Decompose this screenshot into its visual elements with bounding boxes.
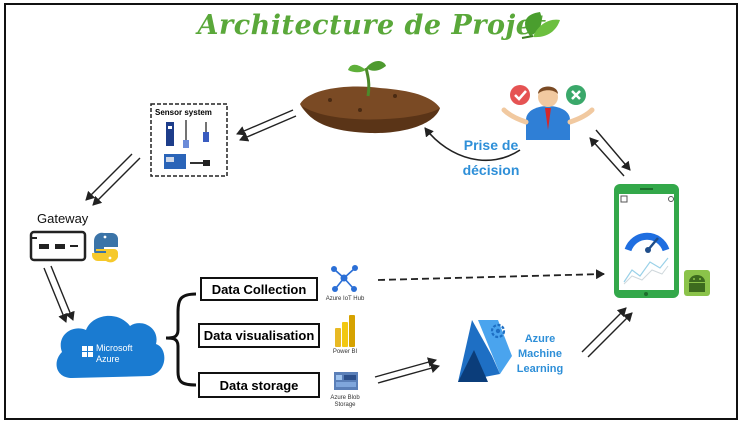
arrow-storage-to-ml: [374, 357, 440, 384]
data-visualisation-box: Data visualisation: [198, 323, 320, 348]
gateway-label: Gateway: [37, 211, 89, 226]
decision-label-line1: Prise de: [463, 137, 519, 153]
arrow-iothub-to-app: [377, 269, 605, 281]
sensor-system-label: Sensor system: [155, 108, 212, 117]
android-icon: [684, 270, 710, 296]
azure-ml-icon: [458, 320, 512, 382]
iot-hub-label: Azure IoT Hub: [325, 296, 365, 302]
azure-cloud-icon: [56, 315, 165, 378]
ml-label-line1: Azure: [524, 333, 556, 345]
ml-label-line2: Machine: [517, 348, 562, 360]
blob-storage-icon: [334, 372, 358, 390]
data-collection-box: Data Collection: [200, 277, 318, 301]
azure-label-line1: Microsoft: [96, 343, 133, 353]
leaf-icon: [521, 12, 560, 39]
power-bi-icon: [335, 315, 355, 347]
arrow-decision-to-soil: [424, 127, 521, 162]
check-icon: [510, 85, 530, 105]
arrow-soil-to-sensor: [236, 109, 297, 142]
data-storage-box: Data storage: [198, 372, 320, 398]
diagram-title: Architecture de Projet: [197, 10, 547, 41]
smartphone-icon: [614, 184, 679, 298]
blob-storage-label: Azure Blob Storage: [330, 395, 360, 408]
ml-label-line3: Learning: [516, 363, 564, 375]
soil-sprout-icon: [300, 61, 440, 134]
person-decision-icon: [501, 86, 595, 140]
decision-label-line2: décision: [462, 162, 520, 178]
python-icon: [92, 232, 118, 263]
arrow-ml-to-app: [581, 307, 633, 358]
gear-icon: [490, 323, 506, 339]
sensor-devices-icon: [164, 120, 210, 169]
gateway-device-icon: [29, 230, 87, 262]
arrow-sensor-to-gateway: [85, 153, 141, 206]
arrow-gateway-to-cloud: [43, 265, 75, 323]
services-brace: [165, 292, 197, 387]
power-bi-label: Power BI: [332, 349, 358, 355]
azure-label-line2: Azure: [96, 354, 120, 364]
sensor-system-box: [150, 103, 228, 177]
iot-hub-icon: [331, 265, 358, 292]
arrow-app-to-person: [589, 129, 631, 177]
diagram-title-container: Architecture de Projet: [0, 10, 744, 41]
cross-icon: [566, 85, 586, 105]
diagram-frame: [4, 3, 738, 420]
